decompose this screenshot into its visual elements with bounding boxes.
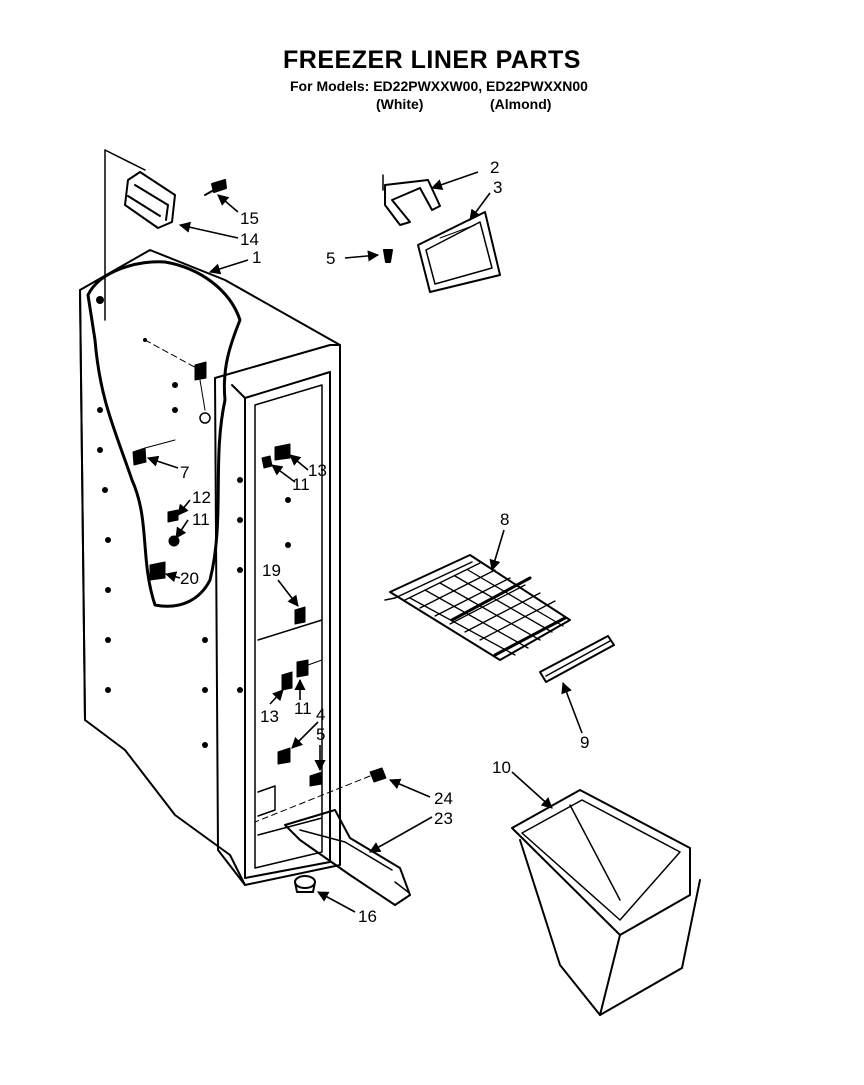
callout-10: 10 xyxy=(492,758,511,777)
callout-1: 1 xyxy=(252,248,261,267)
screw-part-24 xyxy=(254,767,387,823)
callout-15: 15 xyxy=(240,209,259,228)
clip-part-12 xyxy=(167,509,179,523)
screw-part-15 xyxy=(204,179,227,196)
callout-11-lower: 11 xyxy=(294,699,312,718)
clip-part-20 xyxy=(149,561,166,581)
callout-11-left: 11 xyxy=(192,510,210,529)
callout-16: 16 xyxy=(358,907,377,926)
callout-2: 2 xyxy=(490,158,499,177)
bin-part-10 xyxy=(511,789,701,1016)
callout-8: 8 xyxy=(500,510,509,529)
callout-4: 4 xyxy=(316,705,325,724)
clip-part-13a xyxy=(261,443,291,469)
color-almond-label: (Almond) xyxy=(490,96,552,112)
freezer-liner xyxy=(79,149,341,886)
liner-screw-holes xyxy=(96,296,291,748)
callout-5-lower: 5 xyxy=(316,725,325,744)
callout-24: 24 xyxy=(434,789,453,808)
callout-13-lower: 13 xyxy=(260,707,279,726)
callout-labels: 2 3 5 15 14 1 7 12 11 20 13 11 19 13 11 … xyxy=(180,158,589,926)
callout-11-upper: 11 xyxy=(292,475,310,494)
track-part-23 xyxy=(284,809,411,906)
callout-3: 3 xyxy=(493,178,502,197)
bracket-part-14 xyxy=(124,171,176,229)
callout-14: 14 xyxy=(240,230,259,249)
clip-part-19 xyxy=(294,606,306,625)
clip-part-13b xyxy=(281,659,323,691)
panel-part-3 xyxy=(417,211,501,293)
screw-part-5-top xyxy=(383,249,393,263)
wire-shelf-part-8 xyxy=(384,554,571,661)
color-white-label: (White) xyxy=(376,96,424,112)
callout-20: 20 xyxy=(180,569,199,588)
clip-upper xyxy=(144,339,211,424)
bracket-part-2 xyxy=(382,174,441,226)
rail-part-9 xyxy=(539,635,615,683)
callout-7: 7 xyxy=(180,463,189,482)
callout-9: 9 xyxy=(580,733,589,752)
bumper-part-16 xyxy=(294,875,316,893)
callout-13-upper: 13 xyxy=(308,461,327,480)
callout-19: 19 xyxy=(262,561,281,580)
clip-part-11a xyxy=(168,535,180,547)
model-numbers: For Models: ED22PWXXW00, ED22PWXXN00 xyxy=(290,78,588,94)
clip-part-4 xyxy=(277,747,323,787)
leader-lines xyxy=(146,171,583,913)
clip-part-7 xyxy=(132,439,176,466)
callout-5-top: 5 xyxy=(326,249,335,268)
page-title: FREEZER LINER PARTS xyxy=(283,46,581,74)
callout-23: 23 xyxy=(434,809,453,828)
callout-12: 12 xyxy=(192,488,211,507)
